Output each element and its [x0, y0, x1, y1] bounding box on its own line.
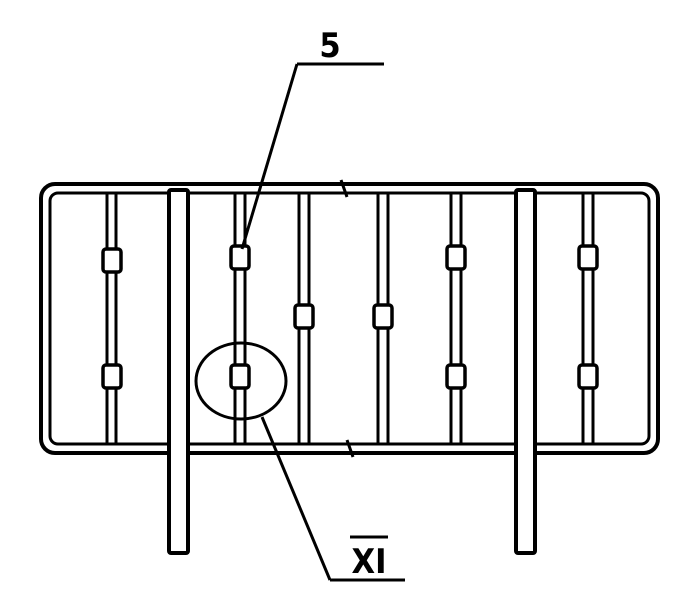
rod-5 [449, 193, 463, 444]
clip [293, 303, 315, 330]
frame-break-bottom [345, 439, 355, 458]
rod-clips [101, 244, 599, 390]
clip [101, 363, 123, 390]
frame-outer-line [39, 182, 660, 455]
part-5-leader [240, 62, 384, 250]
frame-inner-line [48, 191, 651, 446]
rod-2 [233, 193, 247, 444]
clip [229, 244, 251, 271]
clip [445, 244, 467, 271]
rod-1 [105, 193, 118, 444]
detail-leader [260, 416, 405, 582]
clip [372, 303, 394, 330]
clip [577, 244, 599, 271]
rod-6 [581, 193, 595, 444]
clip [577, 363, 599, 390]
support-post-right [514, 188, 537, 555]
support-posts [167, 188, 537, 555]
detail-view-label: XI [352, 542, 387, 582]
clip [229, 363, 251, 390]
detail-circle [194, 341, 288, 421]
frame-break-top [339, 179, 349, 198]
part-number-label: 5 [319, 26, 340, 66]
support-post-left [167, 188, 190, 555]
grate-frame [39, 179, 660, 458]
clip [101, 247, 123, 274]
clip [445, 363, 467, 390]
